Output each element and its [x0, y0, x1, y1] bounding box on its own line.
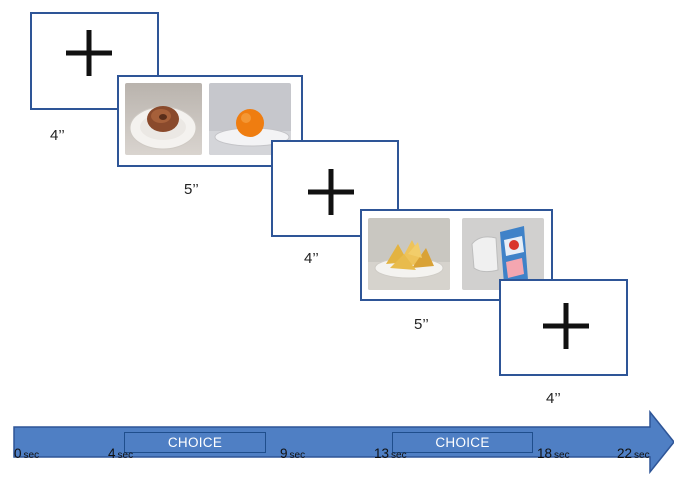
duration-label-4: 5’’	[414, 316, 429, 333]
tick-unit: sec	[391, 450, 407, 461]
timeline-arrow-body	[13, 409, 674, 475]
choice-panel-2	[360, 209, 553, 301]
donut-image	[125, 83, 202, 155]
fixation-panel-1	[30, 12, 159, 110]
fixation-panel-2	[271, 140, 399, 237]
chips-image	[368, 218, 450, 290]
tick-unit: sec	[634, 450, 650, 461]
fixation-cross-vertical	[563, 302, 568, 349]
choice-panel-1	[117, 75, 303, 167]
tick-value: 18	[537, 446, 553, 461]
tick-value: 13	[374, 446, 390, 461]
choice-window-2: CHOICE	[392, 432, 533, 453]
fixation-cross-vertical	[86, 30, 91, 76]
tick-value: 22	[617, 446, 633, 461]
tick-unit: sec	[117, 450, 134, 461]
tick-unit: sec	[23, 450, 40, 461]
tick-value: 4	[108, 446, 116, 461]
choice-window-1: CHOICE	[124, 432, 266, 453]
snack-bag-image	[462, 218, 544, 290]
duration-label-1: 4’’	[50, 127, 65, 144]
fixation-panel-3	[499, 279, 628, 376]
tick-value: 0	[14, 446, 22, 461]
tick-unit: sec	[554, 450, 570, 461]
fixation-cross-vertical	[328, 168, 334, 215]
tick-unit: sec	[289, 450, 306, 461]
duration-label-3: 4’’	[304, 250, 319, 267]
duration-label-5: 4’’	[546, 390, 561, 407]
tick-value: 9	[280, 446, 288, 461]
duration-label-2: 5’’	[184, 181, 199, 198]
